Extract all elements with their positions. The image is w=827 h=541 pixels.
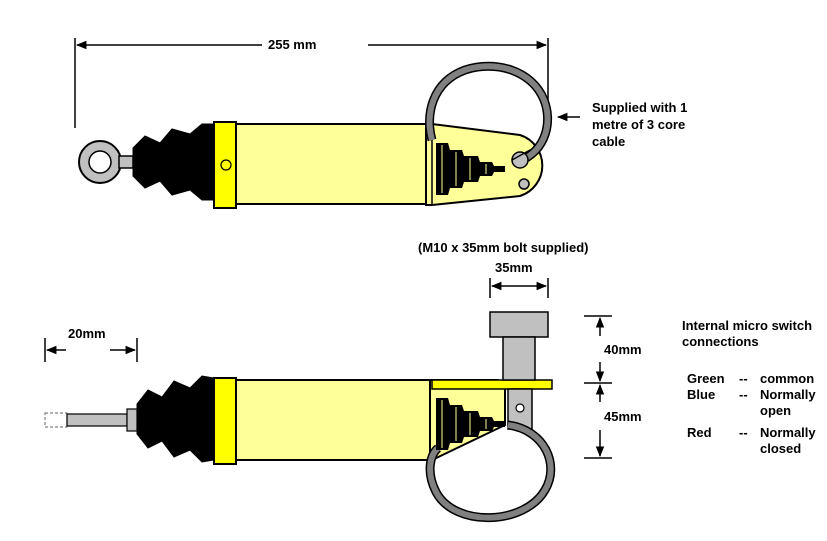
bolt-width-label: 35mm [495,260,533,275]
height-lower-label: 45mm [604,409,642,424]
conn-blue-desc-1: Normally [760,387,816,402]
cable-note-line1: Supplied with 1 [592,100,687,115]
switch-nut [518,178,530,190]
cable-note-line3: cable [592,134,625,149]
bolt-shank [502,336,536,381]
conn-red-color: Red [687,425,712,440]
connections-title-1: Internal micro switch [682,318,812,333]
conn-red-desc-1: Normally [760,425,816,440]
switch-lever [511,149,531,161]
eye-hole [88,150,112,174]
bolt-head [489,311,549,338]
cable-loop-bottom [427,422,554,521]
conn-green-color: Green [687,371,725,386]
boot-bottom [136,375,215,463]
collar-bottom [213,377,237,465]
cable-note-line2: metre of 3 core [592,117,685,132]
switch-pivot [511,151,529,169]
connections-title-2: connections [682,334,759,349]
cable-loop [426,63,551,165]
bolt-note: (M10 x 35mm bolt supplied) [418,240,588,255]
top-view: 255 mm Supplied with 1 [74,37,687,209]
conn-blue-color: Blue [687,387,715,402]
length-label: 255 mm [268,37,316,52]
eye-shank [118,155,134,169]
conn-red-sep: -- [739,425,748,440]
body-top [235,123,427,205]
conn-blue-desc-2: open [760,403,791,418]
switch-screw [515,403,525,413]
boot-top [132,123,215,201]
spring-coils-top [441,145,487,193]
body-bottom [235,379,431,461]
collar-screw [220,159,232,171]
height-upper-label: 40mm [604,342,642,357]
mount-bracket [431,379,553,390]
bottom-view: (M10 x 35mm bolt supplied) 35mm 20mm [44,240,816,523]
stroke-label: 20mm [68,326,106,341]
spring-coils-bottom [441,400,487,448]
conn-red-desc-2: closed [760,441,801,456]
conn-green-sep: -- [739,371,748,386]
push-rod [66,413,128,427]
conn-green-desc: common [760,371,814,386]
rod-nut [126,408,138,432]
conn-blue-sep: -- [739,387,748,402]
rod-extended-ghost [44,412,68,428]
